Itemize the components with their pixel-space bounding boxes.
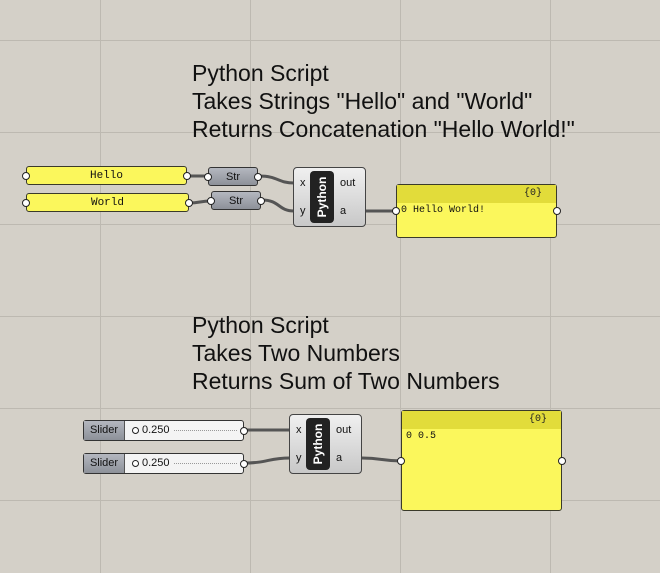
python-output-out[interactable]: out: [336, 424, 352, 436]
note-top-line1: Python Script: [192, 60, 329, 86]
python-input-y[interactable]: y: [296, 452, 302, 464]
slider-knob[interactable]: [132, 460, 139, 467]
python-output-a[interactable]: a: [336, 452, 343, 464]
wire-str1-x: [258, 174, 295, 185]
python-label: Python: [311, 423, 325, 465]
note-bottom: Python Script Takes Two Numbers Returns …: [192, 311, 500, 395]
note-bottom-line1: Python Script: [192, 312, 329, 338]
input-grip[interactable]: [22, 171, 30, 180]
python-input-x[interactable]: x: [300, 177, 306, 189]
panel-hello[interactable]: Hello: [22, 166, 191, 185]
slider-value: 0.250: [142, 457, 170, 469]
result-row: 0 0.5: [402, 429, 561, 445]
wire-python2-a-panel: [361, 456, 403, 463]
result-value: 0.5: [418, 431, 437, 442]
slider-label: Slider: [84, 421, 125, 440]
python-input-y[interactable]: y: [300, 205, 306, 217]
output-grip[interactable]: [240, 426, 248, 435]
result-index: 0: [401, 205, 408, 216]
slider-label: Slider: [84, 454, 125, 473]
panel-world-text: World: [90, 197, 124, 209]
number-slider-2[interactable]: Slider 0.250: [83, 453, 248, 474]
result-value: Hello World!: [413, 205, 486, 216]
output-grip[interactable]: [558, 456, 566, 465]
result-panel-header: {0}: [402, 411, 561, 429]
str-param-2-label: Str: [228, 195, 244, 207]
panel-world[interactable]: World: [22, 193, 193, 212]
panel-hello-text: Hello: [89, 170, 123, 182]
output-grip[interactable]: [553, 207, 561, 215]
slider-track[interactable]: [174, 430, 237, 431]
result-panel-numbers[interactable]: {0} 0 0.5: [397, 410, 566, 511]
output-grip[interactable]: [254, 172, 262, 181]
note-bottom-line2: Takes Two Numbers: [192, 340, 400, 366]
note-top: Python Script Takes Strings "Hello" and …: [192, 59, 575, 143]
result-panel-strings[interactable]: {0} 0 Hello World!: [392, 184, 561, 238]
python-component-numbers[interactable]: x y Python out a: [289, 414, 362, 474]
input-grip[interactable]: [204, 172, 212, 181]
python-output-out[interactable]: out: [340, 177, 356, 189]
python-input-x[interactable]: x: [296, 424, 302, 436]
output-grip[interactable]: [183, 171, 191, 180]
python-label: Python: [315, 176, 329, 218]
note-top-line3: Returns Concatenation "Hello World!": [192, 116, 575, 142]
python-core: Python: [306, 418, 330, 470]
str-param-1-label: Str: [225, 171, 241, 183]
result-row: 0 Hello World!: [397, 203, 556, 219]
input-grip[interactable]: [397, 456, 405, 465]
str-param-2[interactable]: Str: [207, 191, 265, 210]
input-grip[interactable]: [392, 207, 400, 215]
result-index: 0: [406, 431, 413, 442]
result-panel-header: {0}: [397, 185, 556, 203]
output-grip[interactable]: [257, 196, 265, 205]
str-param-1[interactable]: Str: [204, 167, 262, 186]
slider-knob[interactable]: [132, 427, 139, 434]
python-core: Python: [310, 171, 334, 223]
python-component-strings[interactable]: x y Python out a: [293, 167, 366, 227]
input-grip[interactable]: [22, 198, 30, 207]
number-slider-1[interactable]: Slider 0.250: [83, 420, 248, 441]
python-output-a[interactable]: a: [340, 205, 347, 217]
note-top-line2: Takes Strings "Hello" and "World": [192, 88, 533, 114]
output-grip[interactable]: [185, 198, 193, 207]
slider-track[interactable]: [174, 463, 237, 464]
slider-value: 0.250: [142, 424, 170, 436]
input-grip[interactable]: [207, 196, 215, 205]
wire-slider2-y: [243, 456, 291, 465]
output-grip[interactable]: [240, 459, 248, 468]
note-bottom-line3: Returns Sum of Two Numbers: [192, 368, 500, 394]
wire-str2-y: [261, 198, 295, 213]
